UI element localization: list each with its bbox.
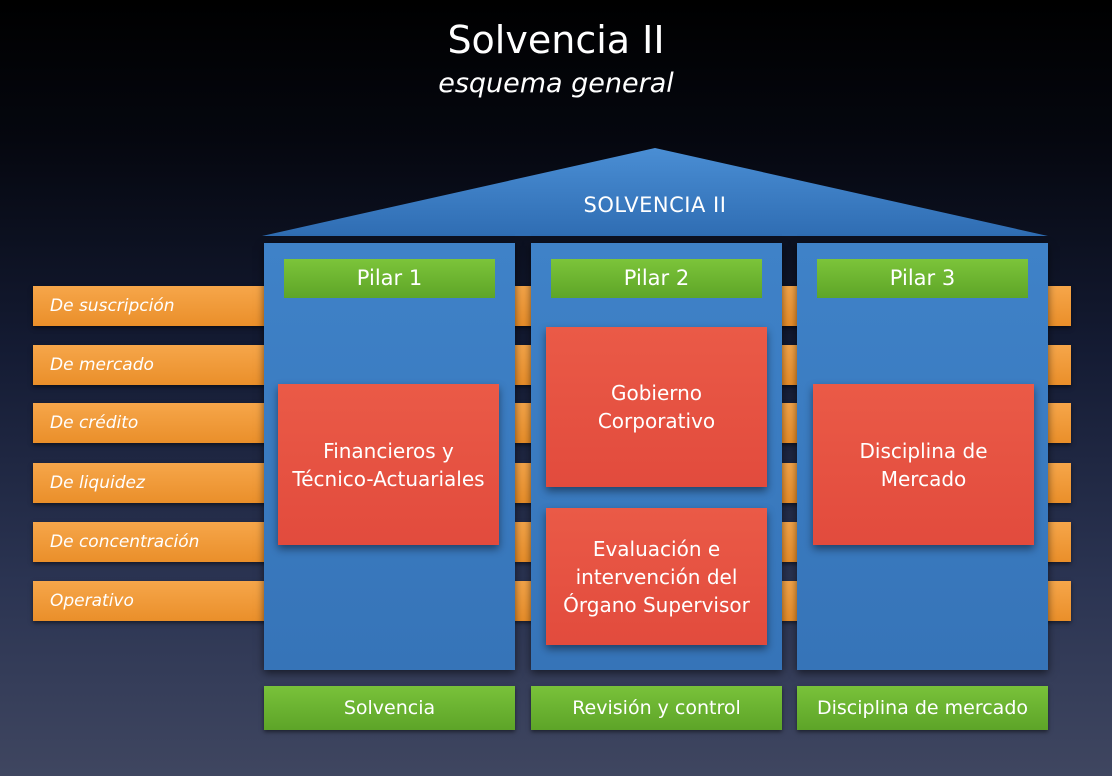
pillar-3-base: Disciplina de mercado [797,686,1048,730]
pillar-2-box-supervisor-label: Evaluación e intervención del Órgano Sup… [563,536,750,617]
risk-band-label: Operativo [50,591,134,611]
pillar-2-box-supervisor: Evaluación e intervención del Órgano Sup… [546,508,767,645]
pillar-2-box-governance: Gobierno Corporativo [546,327,767,487]
pillar-3-box-label: Disciplina de Mercado [859,438,988,491]
pillar-2-heading: Pilar 2 [551,259,762,298]
pillar-1-box-label: Financieros y Técnico-Actuariales [292,438,485,491]
pillar-1-base: Solvencia [264,686,515,730]
diagram-title: Solvencia II [447,18,665,62]
risk-band-label: De suscripción [50,296,175,316]
risk-band-label: De mercado [50,355,154,375]
pillar-1-box: Financieros y Técnico-Actuariales [278,384,499,545]
pillar-3-heading: Pilar 3 [817,259,1028,298]
pillar-2-base: Revisión y control [531,686,782,730]
risk-band-label: De crédito [50,413,139,433]
diagram-subtitle: esquema general [438,68,674,99]
pillar-2-box-governance-label: Gobierno Corporativo [597,381,716,433]
pillar-3-box: Disciplina de Mercado [813,384,1034,545]
pillar-1-heading: Pilar 1 [284,259,495,298]
risk-band-label: De liquidez [50,473,145,493]
risk-band-label: De concentración [50,532,200,552]
roof-label: SOLVENCIA II [583,193,727,217]
roof [262,148,1048,236]
